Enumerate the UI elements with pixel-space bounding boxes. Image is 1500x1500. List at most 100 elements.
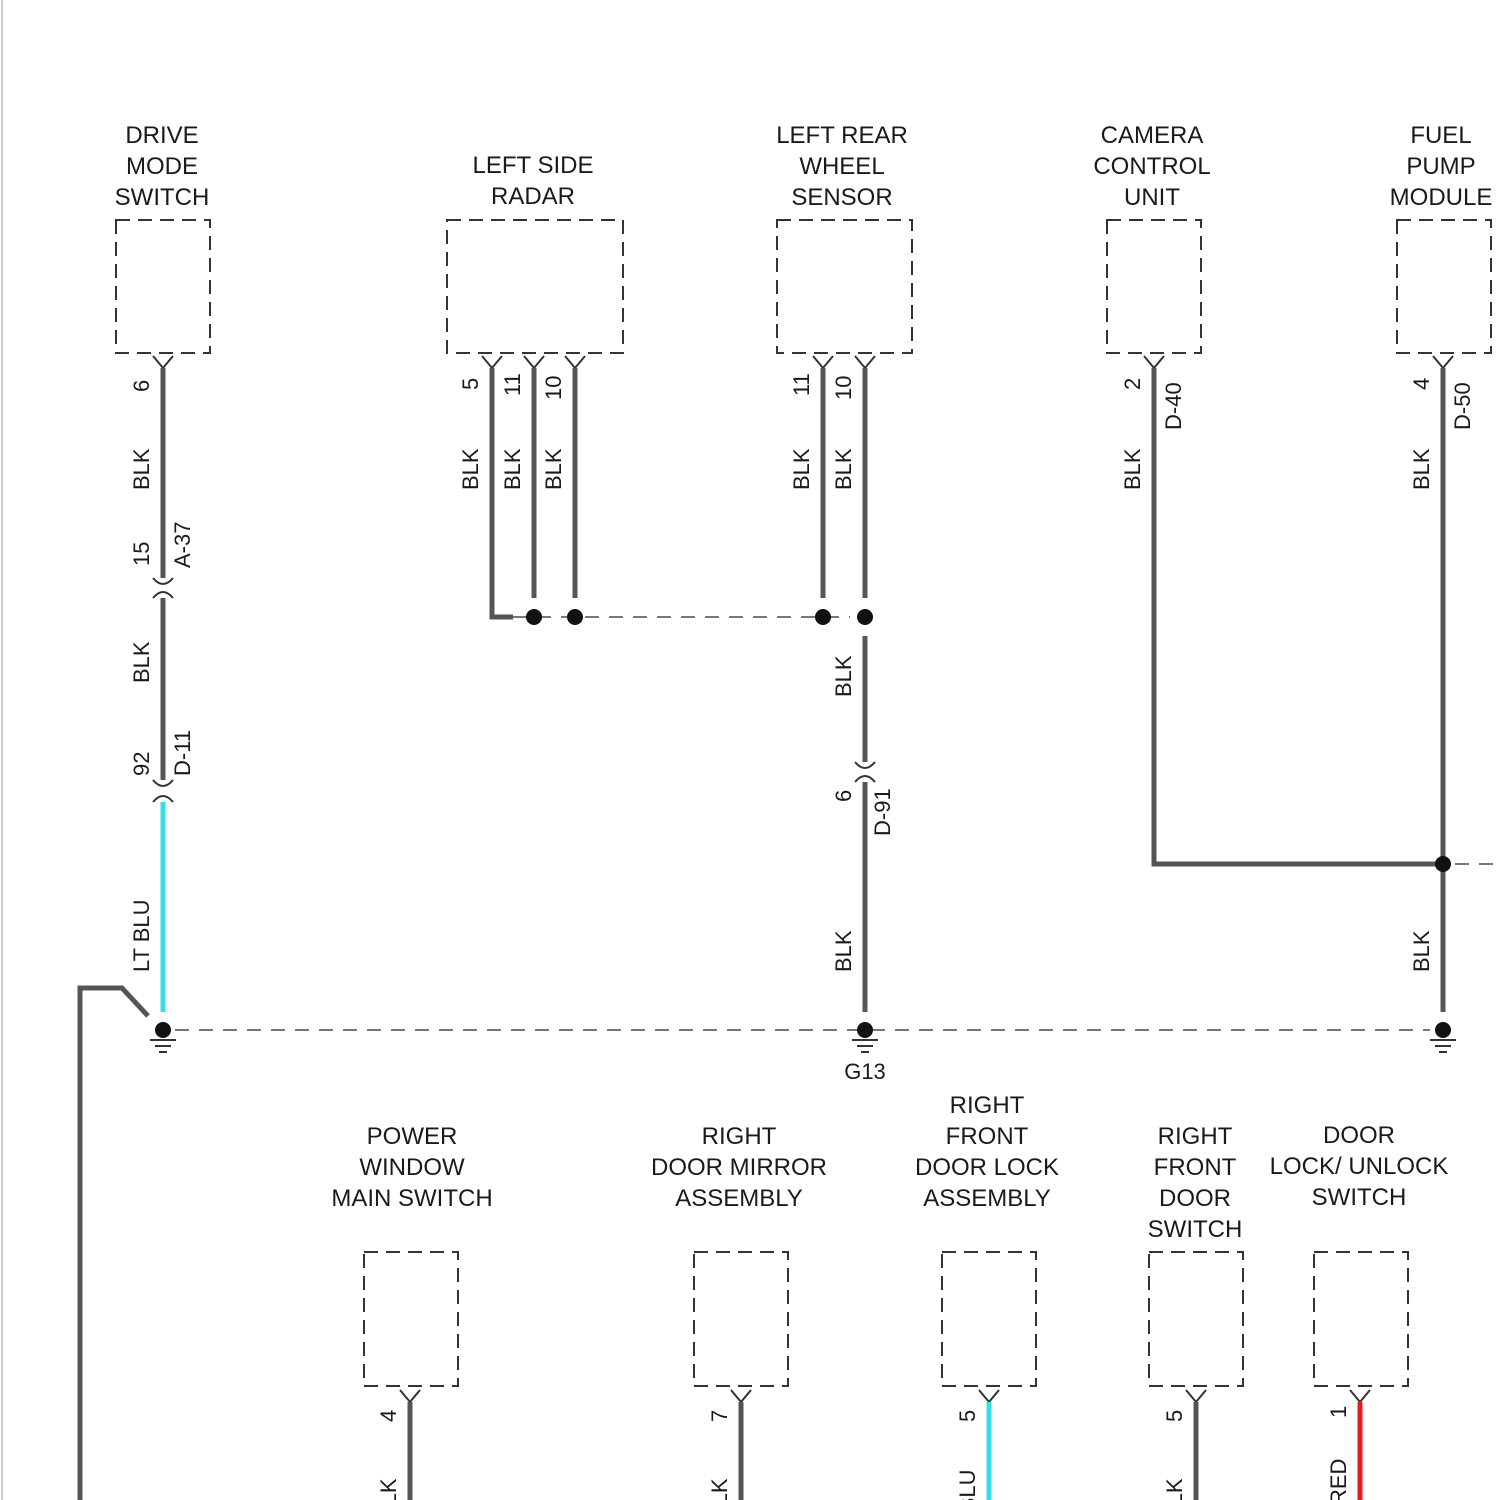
svg-text:CAMERA: CAMERA — [1101, 122, 1204, 149]
ground-point-g13 — [852, 1022, 878, 1052]
svg-text:SWITCH: SWITCH — [115, 184, 210, 211]
wire-color-label: BLK — [1409, 448, 1434, 490]
pin-label: 92 — [129, 752, 154, 776]
connector-label-d40: D-40 — [1161, 382, 1186, 430]
wire-color-label: LT BLU — [955, 1469, 980, 1500]
svg-text:RIGHT: RIGHT — [1158, 1123, 1233, 1150]
fuel-pump-module-box — [1397, 220, 1491, 353]
svg-text:LOCK/ UNLOCK: LOCK/ UNLOCK — [1270, 1153, 1449, 1180]
pin-label: 6 — [129, 380, 154, 392]
wire-color-label: BLK — [458, 448, 483, 490]
right-front-door-switch-box — [1149, 1252, 1243, 1386]
pin-connectors-bottom — [400, 1390, 1370, 1402]
right-door-mirror-assembly-box — [694, 1252, 788, 1386]
pin-label: 4 — [1409, 378, 1434, 390]
connector-a37 — [153, 578, 173, 598]
wire-color-label: BLK — [1409, 930, 1434, 972]
svg-text:WINDOW: WINDOW — [359, 1154, 465, 1181]
camera-control-unit-box — [1107, 220, 1201, 353]
svg-text:LEFT REAR: LEFT REAR — [776, 122, 908, 149]
left-rear-wheel-sensor-label: LEFT REAR WHEEL SENSOR — [776, 122, 908, 211]
pin-label: 4 — [376, 1410, 401, 1422]
ground-point-left — [150, 1022, 176, 1052]
wire-color-label: BLK — [376, 1478, 401, 1500]
wire-color-label: LT BLU — [129, 899, 154, 972]
wire-color-label: BLK — [707, 1478, 732, 1500]
right-door-mirror-assembly-label: RIGHT DOOR MIRROR ASSEMBLY — [651, 1123, 827, 1212]
svg-text:MODULE: MODULE — [1390, 184, 1493, 211]
wire-color-label: BLK — [789, 448, 814, 490]
drive-mode-switch-label: DRIVE MODE SWITCH — [115, 122, 210, 211]
wire-left-feed — [80, 988, 148, 1500]
pin-label: 5 — [955, 1410, 980, 1422]
svg-text:LEFT SIDE: LEFT SIDE — [473, 152, 594, 179]
ground-point-right — [1430, 1022, 1456, 1052]
wire-color-label: BLK — [1162, 1478, 1187, 1500]
pin-label: 6 — [831, 790, 856, 802]
left-side-radar-box — [447, 220, 623, 353]
svg-text:RADAR: RADAR — [491, 183, 575, 210]
svg-text:FUEL: FUEL — [1410, 122, 1471, 149]
wire-color-label: BLK — [129, 641, 154, 683]
fuel-pump-module-label: FUEL PUMP MODULE — [1390, 122, 1493, 211]
left-side-radar-label: LEFT SIDE RADAR — [473, 152, 594, 210]
wire-color-label: BLK — [831, 448, 856, 490]
svg-text:ASSEMBLY: ASSEMBLY — [923, 1185, 1051, 1212]
left-rear-wheel-sensor-box — [777, 220, 912, 353]
pin-label: 10 — [541, 376, 566, 400]
connector-label-d50: D-50 — [1450, 382, 1475, 430]
svg-text:DOOR: DOOR — [1159, 1185, 1231, 1212]
splice-dot — [857, 609, 873, 625]
svg-text:CONTROL: CONTROL — [1093, 153, 1210, 180]
wire-color-label: BLK — [831, 930, 856, 972]
connector-d11 — [153, 780, 173, 802]
svg-text:FRONT: FRONT — [1154, 1154, 1237, 1181]
connector-label-d91: D-91 — [870, 788, 895, 836]
svg-text:ASSEMBLY: ASSEMBLY — [675, 1185, 803, 1212]
wire-radar-5 — [492, 368, 513, 617]
svg-text:POWER: POWER — [367, 1123, 458, 1150]
camera-control-unit-label: CAMERA CONTROL UNIT — [1093, 122, 1210, 211]
svg-text:DOOR LOCK: DOOR LOCK — [915, 1154, 1059, 1181]
svg-text:WHEEL: WHEEL — [799, 153, 884, 180]
drive-mode-switch-box — [116, 220, 210, 353]
pin-label: 10 — [831, 376, 856, 400]
svg-text:UNIT: UNIT — [1124, 184, 1180, 211]
svg-text:RIGHT: RIGHT — [950, 1092, 1025, 1119]
splice-dot — [1435, 856, 1451, 872]
door-lock-unlock-switch-box — [1314, 1252, 1408, 1386]
wire-color-label: BLK — [541, 448, 566, 490]
svg-text:PUMP: PUMP — [1406, 153, 1475, 180]
pin-label: 11 — [789, 373, 814, 396]
svg-text:MODE: MODE — [126, 153, 198, 180]
right-front-door-lock-assembly-box — [942, 1252, 1036, 1386]
pin-connectors-top — [153, 356, 1453, 368]
svg-text:DOOR MIRROR: DOOR MIRROR — [651, 1154, 827, 1181]
right-front-door-lock-assembly-label: RIGHT FRONT DOOR LOCK ASSEMBLY — [915, 1092, 1059, 1212]
pin-label: 2 — [1120, 378, 1145, 390]
door-lock-unlock-switch-label: DOOR LOCK/ UNLOCK SWITCH — [1270, 1122, 1449, 1211]
svg-text:DRIVE: DRIVE — [125, 122, 198, 149]
connector-d91 — [855, 762, 875, 782]
svg-text:SENSOR: SENSOR — [791, 184, 892, 211]
pin-label: 11 — [500, 373, 525, 396]
wire-color-label: BLK — [129, 448, 154, 490]
svg-text:RIGHT: RIGHT — [702, 1123, 777, 1150]
power-window-main-switch-label: POWER WINDOW MAIN SWITCH — [331, 1123, 492, 1212]
splice-dot — [567, 609, 583, 625]
pin-label: 5 — [458, 378, 483, 390]
wire-color-label: BLK — [500, 448, 525, 490]
svg-text:SWITCH: SWITCH — [1312, 1184, 1407, 1211]
wire-camera — [1154, 368, 1443, 864]
svg-text:DOOR: DOOR — [1323, 1122, 1395, 1149]
right-front-door-switch-label: RIGHT FRONT DOOR SWITCH — [1148, 1123, 1243, 1243]
pin-label: 15 — [129, 542, 154, 566]
wire-color-label: RED — [1326, 1459, 1351, 1500]
wire-color-label: BLK — [831, 655, 856, 697]
connector-label-d11: D-11 — [170, 730, 195, 776]
ground-label-g13: G13 — [844, 1059, 886, 1084]
pin-label: 5 — [1162, 1410, 1187, 1422]
pin-label: 1 — [1326, 1406, 1351, 1418]
wire-color-label: BLK — [1120, 448, 1145, 490]
